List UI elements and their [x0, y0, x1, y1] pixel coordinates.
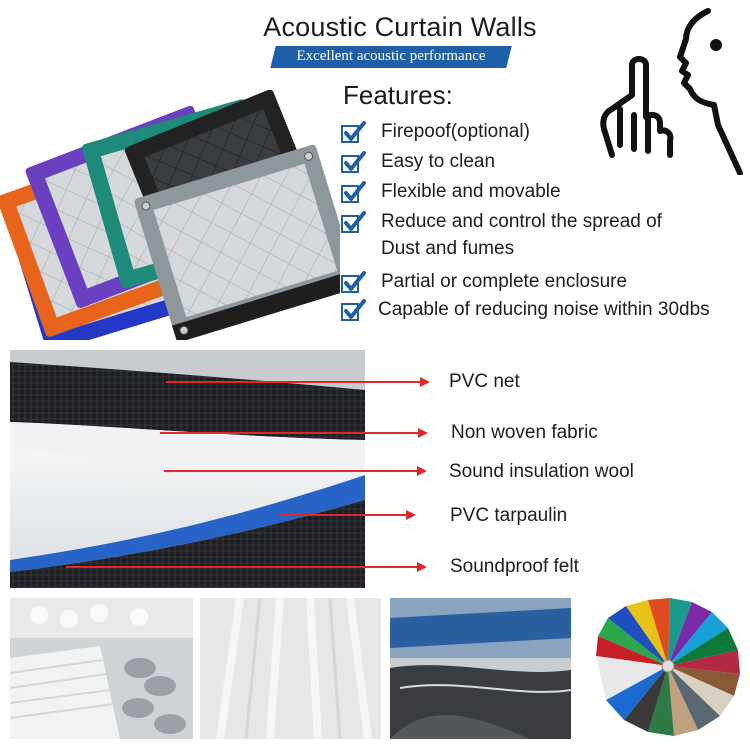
acoustic-pads-illustration	[0, 90, 340, 340]
layer-label: Soundproof felt	[450, 556, 579, 577]
arrow-head	[406, 510, 416, 520]
feature-text: Firepoof(optional)	[381, 121, 530, 142]
arrow-head	[420, 377, 430, 387]
check-icon	[341, 211, 366, 233]
arrow-non-woven	[160, 432, 422, 434]
feature-text: Easy to clean	[381, 151, 496, 172]
arrow-head	[417, 562, 427, 572]
check-icon	[341, 151, 366, 173]
arrow-head	[418, 428, 428, 438]
page-subtitle: Excellent acoustic performance	[296, 48, 486, 64]
arrow-pvc-net	[166, 381, 424, 383]
warehouse-rolls-photo	[10, 598, 193, 739]
silence-gesture-icon	[600, 8, 743, 175]
color-swatch-fan-photo	[590, 598, 740, 739]
layer-label: PVC net	[449, 371, 520, 392]
feature-text: Partial or complete enclosure	[381, 271, 628, 292]
arrow-wool	[164, 470, 421, 472]
features-heading: Features:	[343, 80, 453, 110]
feature-text: Dust and fumes	[381, 238, 515, 259]
check-icon	[341, 181, 366, 203]
material-layers-photo	[10, 350, 365, 588]
check-icon	[341, 121, 366, 143]
check-icon	[341, 271, 366, 293]
features-list: Firepoof(optional) Easy to clean Flexibl…	[340, 0, 750, 330]
arrow-head	[417, 466, 427, 476]
feature-text: Reduce and control the spread of	[381, 211, 662, 232]
check-icon	[341, 299, 366, 321]
layer-label: PVC tarpaulin	[450, 505, 568, 526]
nonwoven-fabric-photo	[200, 598, 381, 739]
arrow-tarpaulin	[280, 514, 410, 516]
layer-label: Non woven fabric	[451, 422, 598, 443]
page-title: Acoustic Curtain Walls	[263, 12, 537, 42]
feature-text: Flexible and movable	[381, 181, 561, 202]
arrow-felt	[66, 566, 421, 568]
mesh-tarp-photo	[390, 598, 571, 739]
layer-label: Sound insulation wool	[449, 461, 634, 482]
feature-text: Capable of reducing noise within 30dbs	[378, 299, 710, 320]
